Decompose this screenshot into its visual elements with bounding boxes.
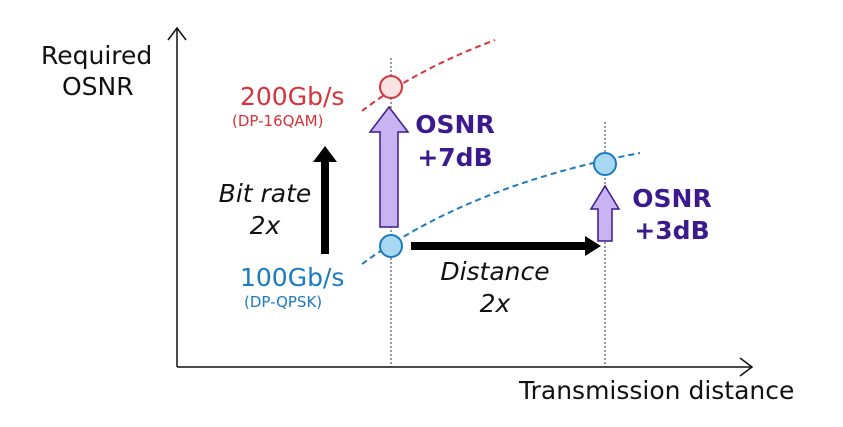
osnr-bitrate-label-line2: +7dB — [417, 143, 493, 172]
low-rate-marker — [379, 234, 403, 258]
osnr-distance-arrow — [589, 184, 621, 242]
axes — [167, 26, 754, 377]
low-rate-label: 100Gb/s — [240, 263, 345, 292]
bit-rate-arrow — [313, 146, 337, 254]
osnr-distance-label-line2: +3dB — [634, 216, 710, 245]
y-axis-label-line2: OSNR — [62, 72, 134, 101]
y-axis-label-line1: Required — [41, 41, 153, 70]
distance-label-line1: Distance — [440, 257, 550, 286]
bit-rate-label-line2: 2x — [249, 211, 281, 240]
x-axis-arrowhead — [739, 357, 754, 377]
osnr-distance-label-line1: OSNR — [632, 184, 712, 213]
low-rate-format-label: (DP-QPSK) — [244, 293, 323, 311]
y-axis-arrowhead — [167, 26, 187, 41]
osnr-bitrate-arrow — [368, 105, 410, 228]
high-rate-curve — [361, 39, 496, 112]
high-rate-format-label: (DP-16QAM) — [232, 112, 324, 130]
low-rate-2x-marker — [593, 152, 617, 176]
distance-label-line2: 2x — [479, 289, 511, 318]
distance-arrow — [411, 236, 601, 256]
high-rate-marker — [379, 75, 403, 99]
x-axis-label: Transmission distance — [519, 376, 795, 405]
high-rate-label: 200Gb/s — [240, 82, 345, 111]
bit-rate-label-line1: Bit rate — [218, 179, 312, 208]
osnr-bitrate-label-line1: OSNR — [415, 110, 495, 139]
